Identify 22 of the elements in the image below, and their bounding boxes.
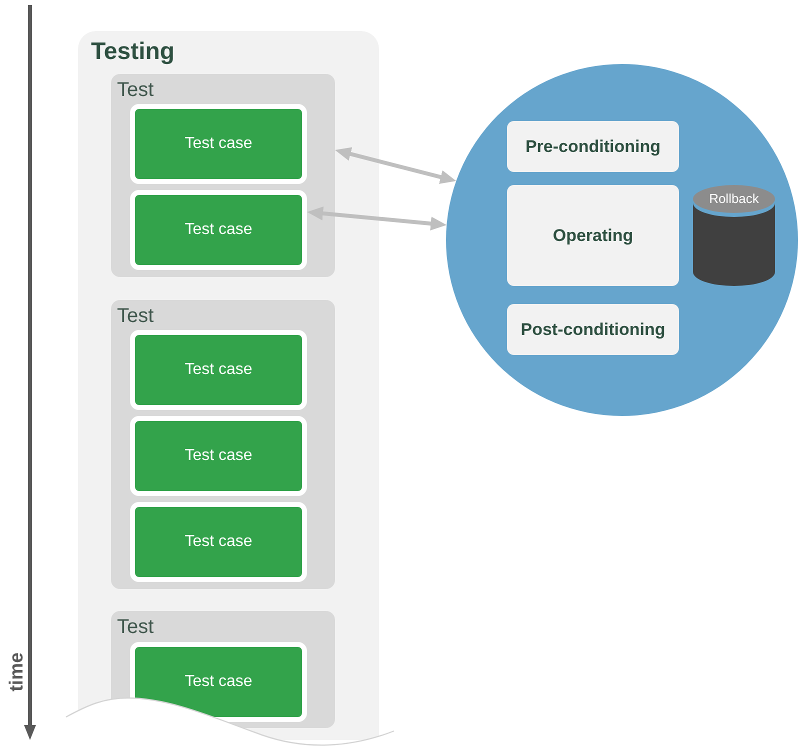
process-box: Test case: [130, 502, 307, 582]
group-title: Testing: [91, 39, 175, 66]
double-arrow: [334, 147, 456, 184]
group-panel: [111, 611, 335, 728]
double-arrow: [307, 206, 447, 231]
axis-label: time: [8, 652, 26, 692]
group-panel: [111, 74, 335, 277]
step-box: Operating: [507, 185, 679, 286]
step-box: Post-conditioning: [507, 304, 679, 355]
process-box: Test case: [130, 104, 307, 184]
process-box: Test case: [130, 416, 307, 496]
process-box: Test case: [130, 190, 307, 270]
cylinder-label: Rollback: [708, 191, 760, 207]
process-box: Test case: [130, 330, 307, 410]
database-cylinder: [693, 184, 775, 286]
group-title: Test: [117, 305, 154, 327]
group-title: Test: [117, 616, 154, 638]
group-panel: [111, 300, 335, 589]
group-panel: [78, 31, 379, 740]
process-box: Test case: [130, 642, 307, 722]
group-title: Test: [117, 79, 154, 101]
step-box: Pre-conditioning: [507, 121, 679, 172]
